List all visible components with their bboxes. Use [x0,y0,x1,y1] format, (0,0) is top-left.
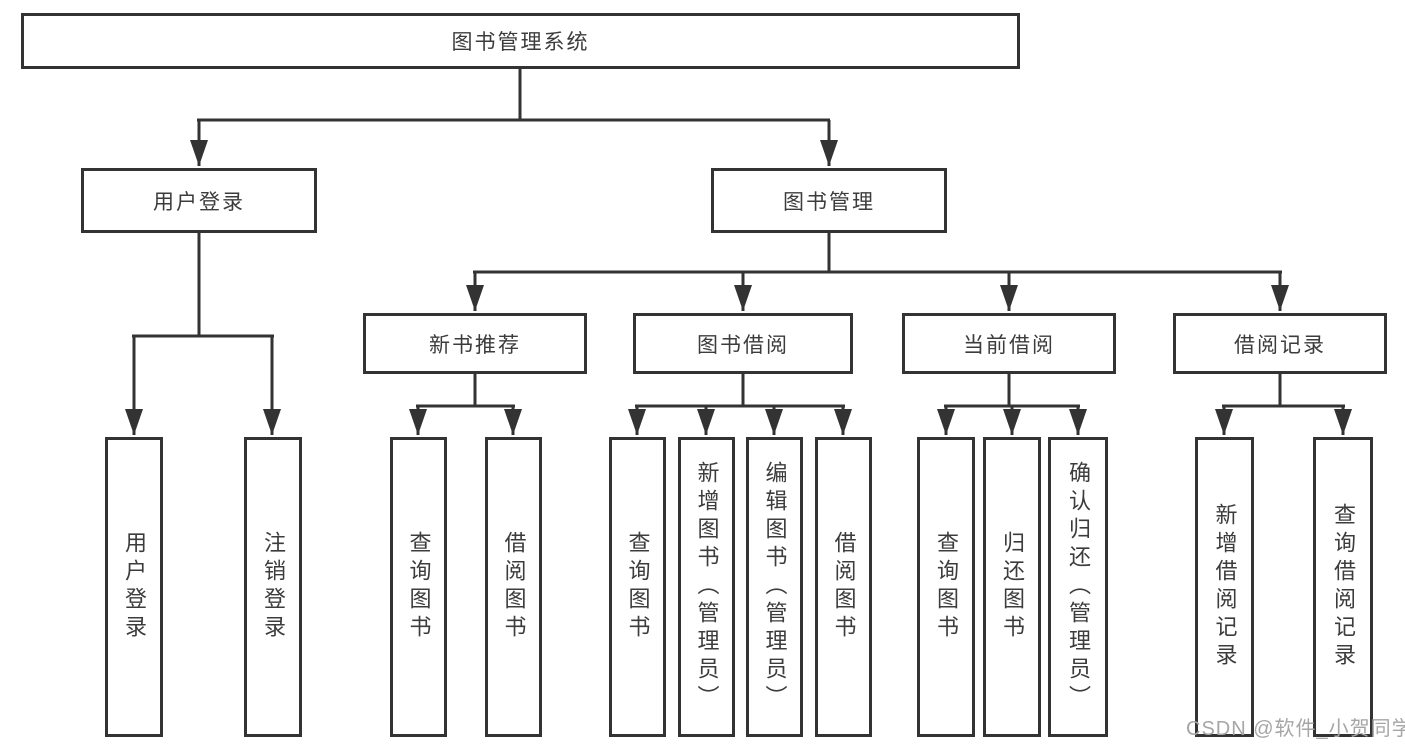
node-borrow-records: 借阅记录 [1173,313,1387,374]
leaf-label: 编辑图书（管理员） [762,461,788,713]
leaf-label: 用户登录 [122,531,147,643]
node-user-login: 用户登录 [81,168,317,233]
leaf-label: 注销登录 [261,531,286,643]
leaf-borrow-books-recommend: 借阅图书 [485,437,542,737]
leaf-label: 借阅图书 [831,531,857,643]
leaf-query-books-recommend: 查询图书 [390,437,447,737]
node-label: 借阅记录 [1234,333,1326,357]
leaf-label: 查询图书 [406,531,432,643]
leaf-add-borrow-record: 新增借阅记录 [1195,437,1254,737]
leaf-logout: 注销登录 [244,437,302,737]
leaf-query-books-current: 查询图书 [917,437,975,737]
leaf-label: 查询借阅记录 [1331,503,1356,671]
leaf-label: 查询图书 [625,531,651,643]
node-label: 图书管理 [783,190,875,214]
leaf-edit-book-admin: 编辑图书（管理员） [746,437,803,737]
node-current-borrowing: 当前借阅 [902,313,1116,374]
node-book-management: 图书管理 [711,168,947,233]
leaf-label: 查询图书 [934,531,959,643]
leaf-label: 确认归还（管理员） [1066,461,1091,713]
watermark: CSDN @软件_小贺同学 [1186,718,1405,740]
leaf-label: 新增借阅记录 [1212,503,1238,671]
leaf-borrow-books: 借阅图书 [815,437,872,737]
leaf-query-borrow-record: 查询借阅记录 [1313,437,1373,737]
leaf-return-book: 归还图书 [983,437,1041,737]
node-library-management-system: 图书管理系统 [21,13,1020,69]
leaf-query-books-borrowing: 查询图书 [609,437,666,737]
node-label: 用户登录 [153,190,245,214]
node-label: 图书借阅 [697,333,789,357]
leaf-add-book-admin: 新增图书（管理员） [678,437,735,737]
node-book-borrowing: 图书借阅 [633,313,853,374]
node-label: 当前借阅 [963,333,1055,357]
leaf-confirm-return-admin: 确认归还（管理员） [1048,437,1108,737]
leaf-label: 归还图书 [1000,531,1025,643]
node-label: 新书推荐 [429,333,521,357]
node-new-book-recommend: 新书推荐 [363,313,587,374]
leaf-label: 新增图书（管理员） [694,461,720,713]
leaf-user-login: 用户登录 [105,437,163,737]
leaf-label: 借阅图书 [501,531,527,643]
node-label: 图书管理系统 [451,31,590,54]
